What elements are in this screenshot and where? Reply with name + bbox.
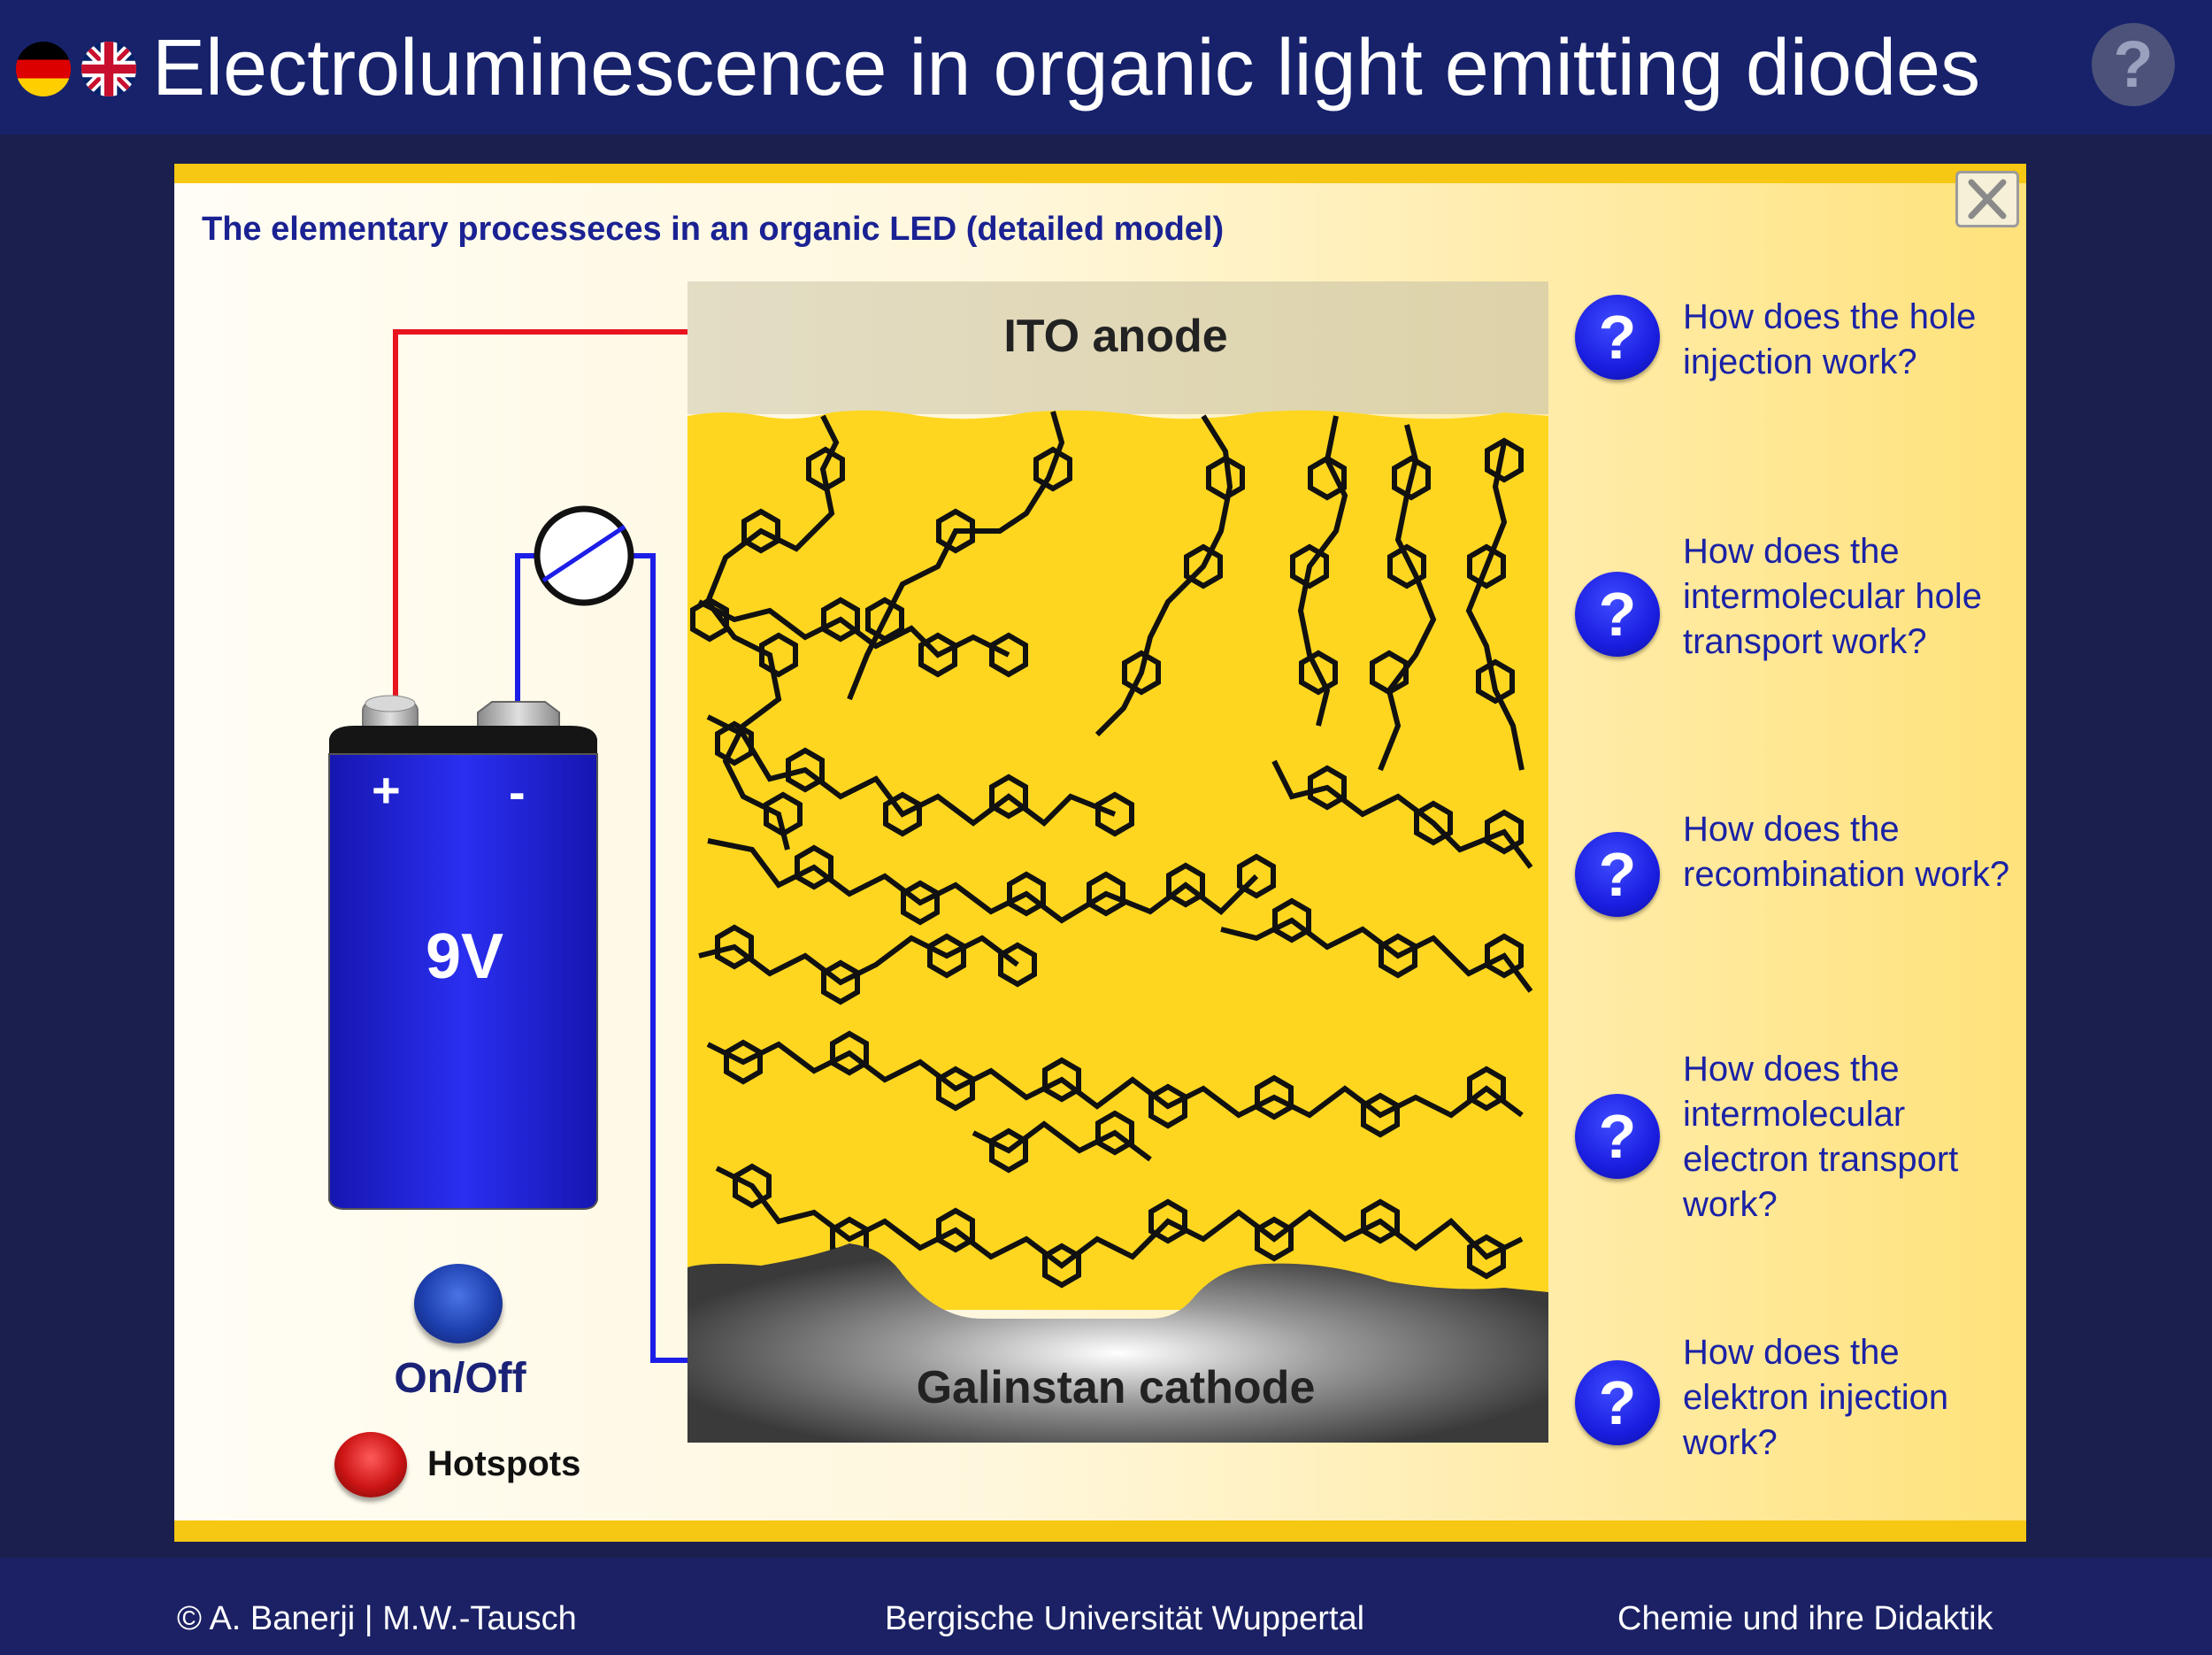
panel-bottom-border — [174, 1520, 2026, 1542]
footer-authors: © A. Banerji | M.W.-Tausch — [177, 1600, 577, 1637]
question-text[interactable]: How does the hole injection work? — [1683, 297, 1977, 381]
question-icon[interactable]: ? — [1575, 572, 1660, 657]
footer-bar — [0, 1558, 2212, 1655]
battery — [328, 695, 598, 1210]
close-icon — [1968, 179, 2007, 219]
question-text[interactable]: How does the intermolecular hole transpo… — [1683, 532, 1982, 661]
cathode-label: Galinstan cathode — [916, 1362, 1316, 1413]
hotspots-button[interactable] — [334, 1432, 407, 1497]
question-icon[interactable]: ? — [1575, 1094, 1660, 1179]
close-button[interactable] — [1955, 171, 2019, 227]
question-text[interactable]: How does the recombination work? — [1683, 810, 2010, 894]
red-wire — [393, 329, 687, 704]
organic-layer — [687, 410, 1548, 1310]
on-off-button[interactable] — [414, 1264, 503, 1343]
panel-top-border — [174, 164, 2026, 183]
current-meter — [534, 505, 634, 606]
header-bar — [0, 0, 2212, 135]
question-icon[interactable]: ? — [1575, 832, 1660, 917]
battery-minus-label: - — [509, 764, 526, 820]
help-button[interactable]: ? — [2092, 23, 2175, 106]
question-icon[interactable]: ? — [1575, 1360, 1660, 1445]
battery-voltage-label: 9V — [425, 921, 504, 992]
hotspots-label: Hotspots — [427, 1444, 581, 1483]
anode-label: ITO anode — [1003, 311, 1228, 362]
footer-university: Bergische Universität Wuppertal — [885, 1600, 1365, 1637]
galinstan-cathode — [687, 1243, 1548, 1443]
on-off-label: On/Off — [394, 1355, 526, 1402]
footer-department: Chemie und ihre Didaktik — [1617, 1600, 1993, 1637]
page-title: Electroluminescence in organic light emi… — [152, 24, 1981, 112]
question-icon[interactable]: ? — [1575, 295, 1660, 380]
battery-plus-label: + — [372, 762, 401, 818]
german-flag-icon[interactable] — [16, 42, 71, 96]
question-text[interactable]: How does the elektron injection work? — [1683, 1333, 1949, 1462]
panel-subtitle: The elementary processeces in an organic… — [202, 211, 1225, 248]
uk-flag-icon[interactable] — [81, 42, 136, 96]
question-text[interactable]: How does the intermolecular electron tra… — [1683, 1050, 1959, 1224]
ito-anode — [687, 281, 1548, 414]
blue-wire-cathode — [613, 553, 687, 1363]
